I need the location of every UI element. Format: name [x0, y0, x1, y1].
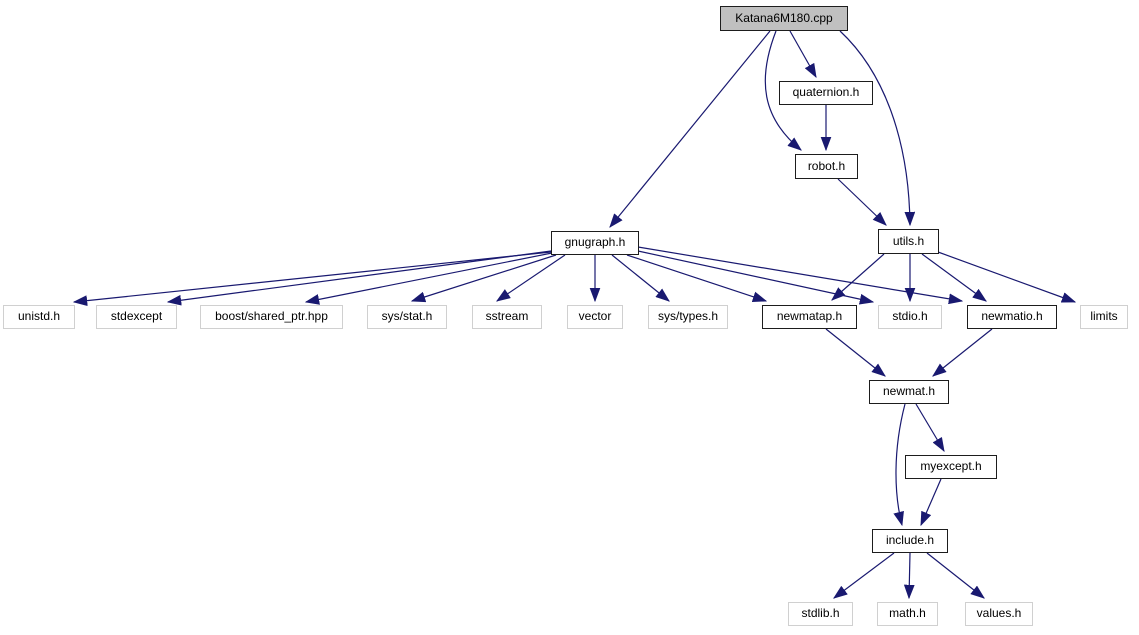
graph-node-math: math.h: [877, 602, 938, 626]
edge-gnugraph-systypes: [611, 254, 670, 302]
edge-myexcept-include: [920, 478, 942, 527]
edge-utils-newmatap: [831, 253, 885, 301]
edge-gnugraph-sstream: [496, 254, 566, 302]
graph-node-robot[interactable]: robot.h: [795, 154, 858, 179]
graph-node-newmatio[interactable]: newmatio.h: [967, 305, 1057, 329]
edge-utils-newmatio: [921, 253, 987, 302]
edge-gnugraph-stdexcept: [166, 250, 552, 306]
graph-node-include[interactable]: include.h: [872, 529, 948, 553]
graph-node-quaternion[interactable]: quaternion.h: [779, 81, 873, 105]
edge-katana-utils: [839, 30, 916, 227]
graph-node-sstream: sstream: [472, 305, 542, 329]
graph-node-sysstat: sys/stat.h: [367, 305, 447, 329]
edge-include-math: [903, 552, 915, 600]
graph-node-utils[interactable]: utils.h: [878, 229, 939, 254]
graph-node-unistd: unistd.h: [3, 305, 75, 329]
edge-newmatap-newmat: [825, 328, 886, 377]
edge-gnugraph-boost: [304, 252, 553, 305]
graph-node-boost: boost/shared_ptr.hpp: [200, 305, 343, 329]
graph-node-values: values.h: [965, 602, 1033, 626]
graph-node-stdlib: stdlib.h: [788, 602, 853, 626]
edge-gnugraph-sysstat: [410, 254, 557, 303]
graph-node-newmat[interactable]: newmat.h: [869, 380, 949, 404]
graph-node-limits: limits: [1080, 305, 1128, 329]
edge-include-stdlib: [833, 552, 895, 599]
edge-katana-gnugraph: [609, 30, 771, 228]
edge-robot-utils: [837, 178, 887, 226]
edge-newmat-myexcept: [915, 403, 945, 453]
edge-gnugraph-unistd: [72, 251, 552, 306]
edge-newmatio-newmat: [932, 328, 993, 377]
edge-newmat-include: [893, 403, 906, 527]
edge-utils-limits: [937, 251, 1077, 303]
graph-node-newmatap[interactable]: newmatap.h: [762, 305, 857, 329]
graph-node-katana: Katana6M180.cpp: [720, 6, 848, 31]
graph-node-stdexcept: stdexcept: [96, 305, 177, 329]
graph-node-myexcept[interactable]: myexcept.h: [905, 455, 997, 479]
edge-katana-quaternion: [789, 30, 817, 79]
edge-gnugraph-newmatap: [626, 254, 768, 302]
edge-katana-robot: [764, 30, 802, 151]
graph-node-systypes: sys/types.h: [648, 305, 728, 329]
graph-node-gnugraph[interactable]: gnugraph.h: [551, 231, 639, 255]
graph-node-vector: vector: [567, 305, 623, 329]
edge-include-values: [926, 552, 985, 599]
edge-gnugraph-newmatio: [637, 246, 964, 305]
graph-node-stdio: stdio.h: [878, 305, 942, 329]
